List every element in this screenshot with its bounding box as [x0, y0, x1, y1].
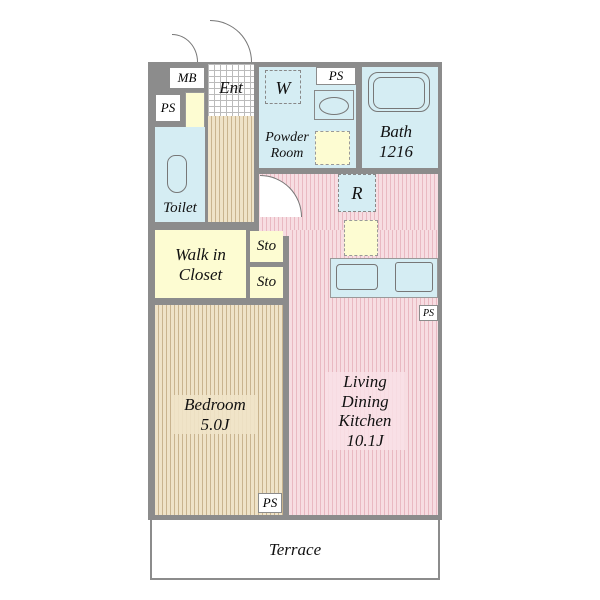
kitchen-sink-icon: [336, 264, 378, 290]
ps-label: PS: [160, 100, 176, 115]
fridge-label: R: [351, 183, 363, 203]
ps-label: PS: [328, 68, 344, 83]
bathtub-icon: [368, 72, 430, 112]
ps-label: PS: [422, 307, 435, 319]
fridge-space: [338, 174, 376, 212]
mb-label: MB: [177, 70, 197, 85]
ldk-label-2: Dining: [341, 391, 389, 411]
powder-label-2: Room: [270, 146, 304, 162]
bedroom-label-1: Bedroom: [184, 395, 246, 414]
ldk-label-3: Kitchen: [338, 411, 392, 431]
washer-label: W: [275, 78, 291, 98]
ps-label: PS: [262, 495, 278, 510]
sto-label-2: Sto: [256, 274, 277, 290]
ps-box-right: PS: [419, 305, 438, 321]
entrance: [208, 64, 254, 116]
stove-icon: [395, 262, 433, 292]
toilet-icon: [167, 155, 187, 193]
ent-label: Ent: [219, 78, 243, 97]
ps-box-left: PS: [155, 94, 181, 122]
toilet-room: [155, 127, 205, 222]
wic-label-2: Closet: [178, 264, 223, 284]
terrace-label: Terrace: [268, 540, 322, 559]
mb-door: [172, 34, 198, 62]
wic-label-1: Walk in: [175, 245, 226, 264]
toilet-label: Toilet: [163, 200, 197, 216]
ps-box-bottom: PS: [258, 493, 282, 513]
bedroom-label-2: 5.0J: [200, 414, 230, 434]
washer-space: [265, 70, 301, 104]
terrace: [150, 518, 440, 580]
storage-hatch: [315, 131, 350, 165]
kitchen-hatch: [344, 220, 378, 256]
storage-2: [250, 267, 283, 298]
ps-box-top: PS: [316, 67, 356, 85]
sink-icon: [314, 90, 354, 120]
ldk-label-1: Living: [343, 372, 387, 391]
powder-label-1: Powder: [265, 130, 309, 145]
mb-box: MB: [169, 67, 205, 89]
entrance-door: [210, 20, 252, 62]
hallway: [208, 116, 254, 222]
bath-label-2: 1216: [379, 141, 413, 161]
walk-in-closet: [155, 230, 246, 298]
bath-label-1: Bath: [379, 122, 413, 141]
ldk-label-4: 10.1J: [346, 430, 384, 450]
sto-label-1: Sto: [256, 238, 277, 254]
storage-1: [250, 231, 283, 262]
